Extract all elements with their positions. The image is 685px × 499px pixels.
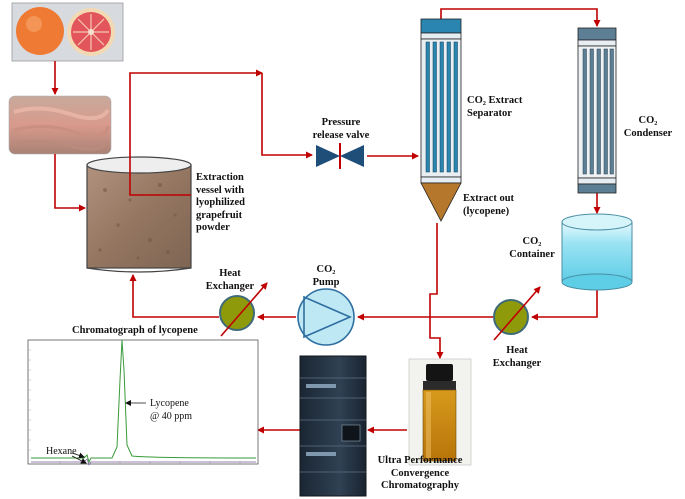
heat-exchanger-icon xyxy=(219,282,268,337)
bowtie-valve-icon xyxy=(316,143,364,169)
extraction-vessel xyxy=(86,156,192,273)
lycopene-vial xyxy=(408,358,472,466)
separator-column xyxy=(420,18,462,222)
chromatograph-title: Chromatograph of lycopene xyxy=(72,325,198,336)
peak-hexane-label: Hexane xyxy=(46,446,77,457)
extract-out-label: Extract out (lycopene) xyxy=(463,193,515,217)
peak-lycopene-label: Lycopene @ 40 ppm xyxy=(150,398,192,422)
heat-exchanger-left-label: Heat Exchanger xyxy=(205,268,255,292)
upc2-label: Ultra Performance Convergence Chromatogr… xyxy=(377,455,463,491)
co2-container-label: CO₂ Container xyxy=(509,236,555,260)
flow-lines xyxy=(51,8,601,434)
condenser-column xyxy=(577,27,617,194)
separator-label: CO₂ Extract Separator xyxy=(467,95,523,119)
upc2-instrument xyxy=(299,355,367,497)
grapefruit-peel-photo xyxy=(8,95,112,155)
grapefruit-photo xyxy=(11,2,124,62)
chromatogram xyxy=(27,339,259,466)
condenser-label: CO₂ Condenser xyxy=(623,115,673,139)
extraction-vessel-label: Extraction vessel with lyophilized grape… xyxy=(196,172,246,233)
pressure-valve-label: Pressure release valve xyxy=(312,117,370,141)
heat-exchanger-right-label: Heat Exchanger xyxy=(492,345,542,369)
co2-container xyxy=(561,213,633,291)
co2-pump-label: CO₂ Pump xyxy=(312,264,340,288)
pump-triangle-icon xyxy=(297,288,355,346)
heat-exchanger-icon xyxy=(493,286,541,341)
